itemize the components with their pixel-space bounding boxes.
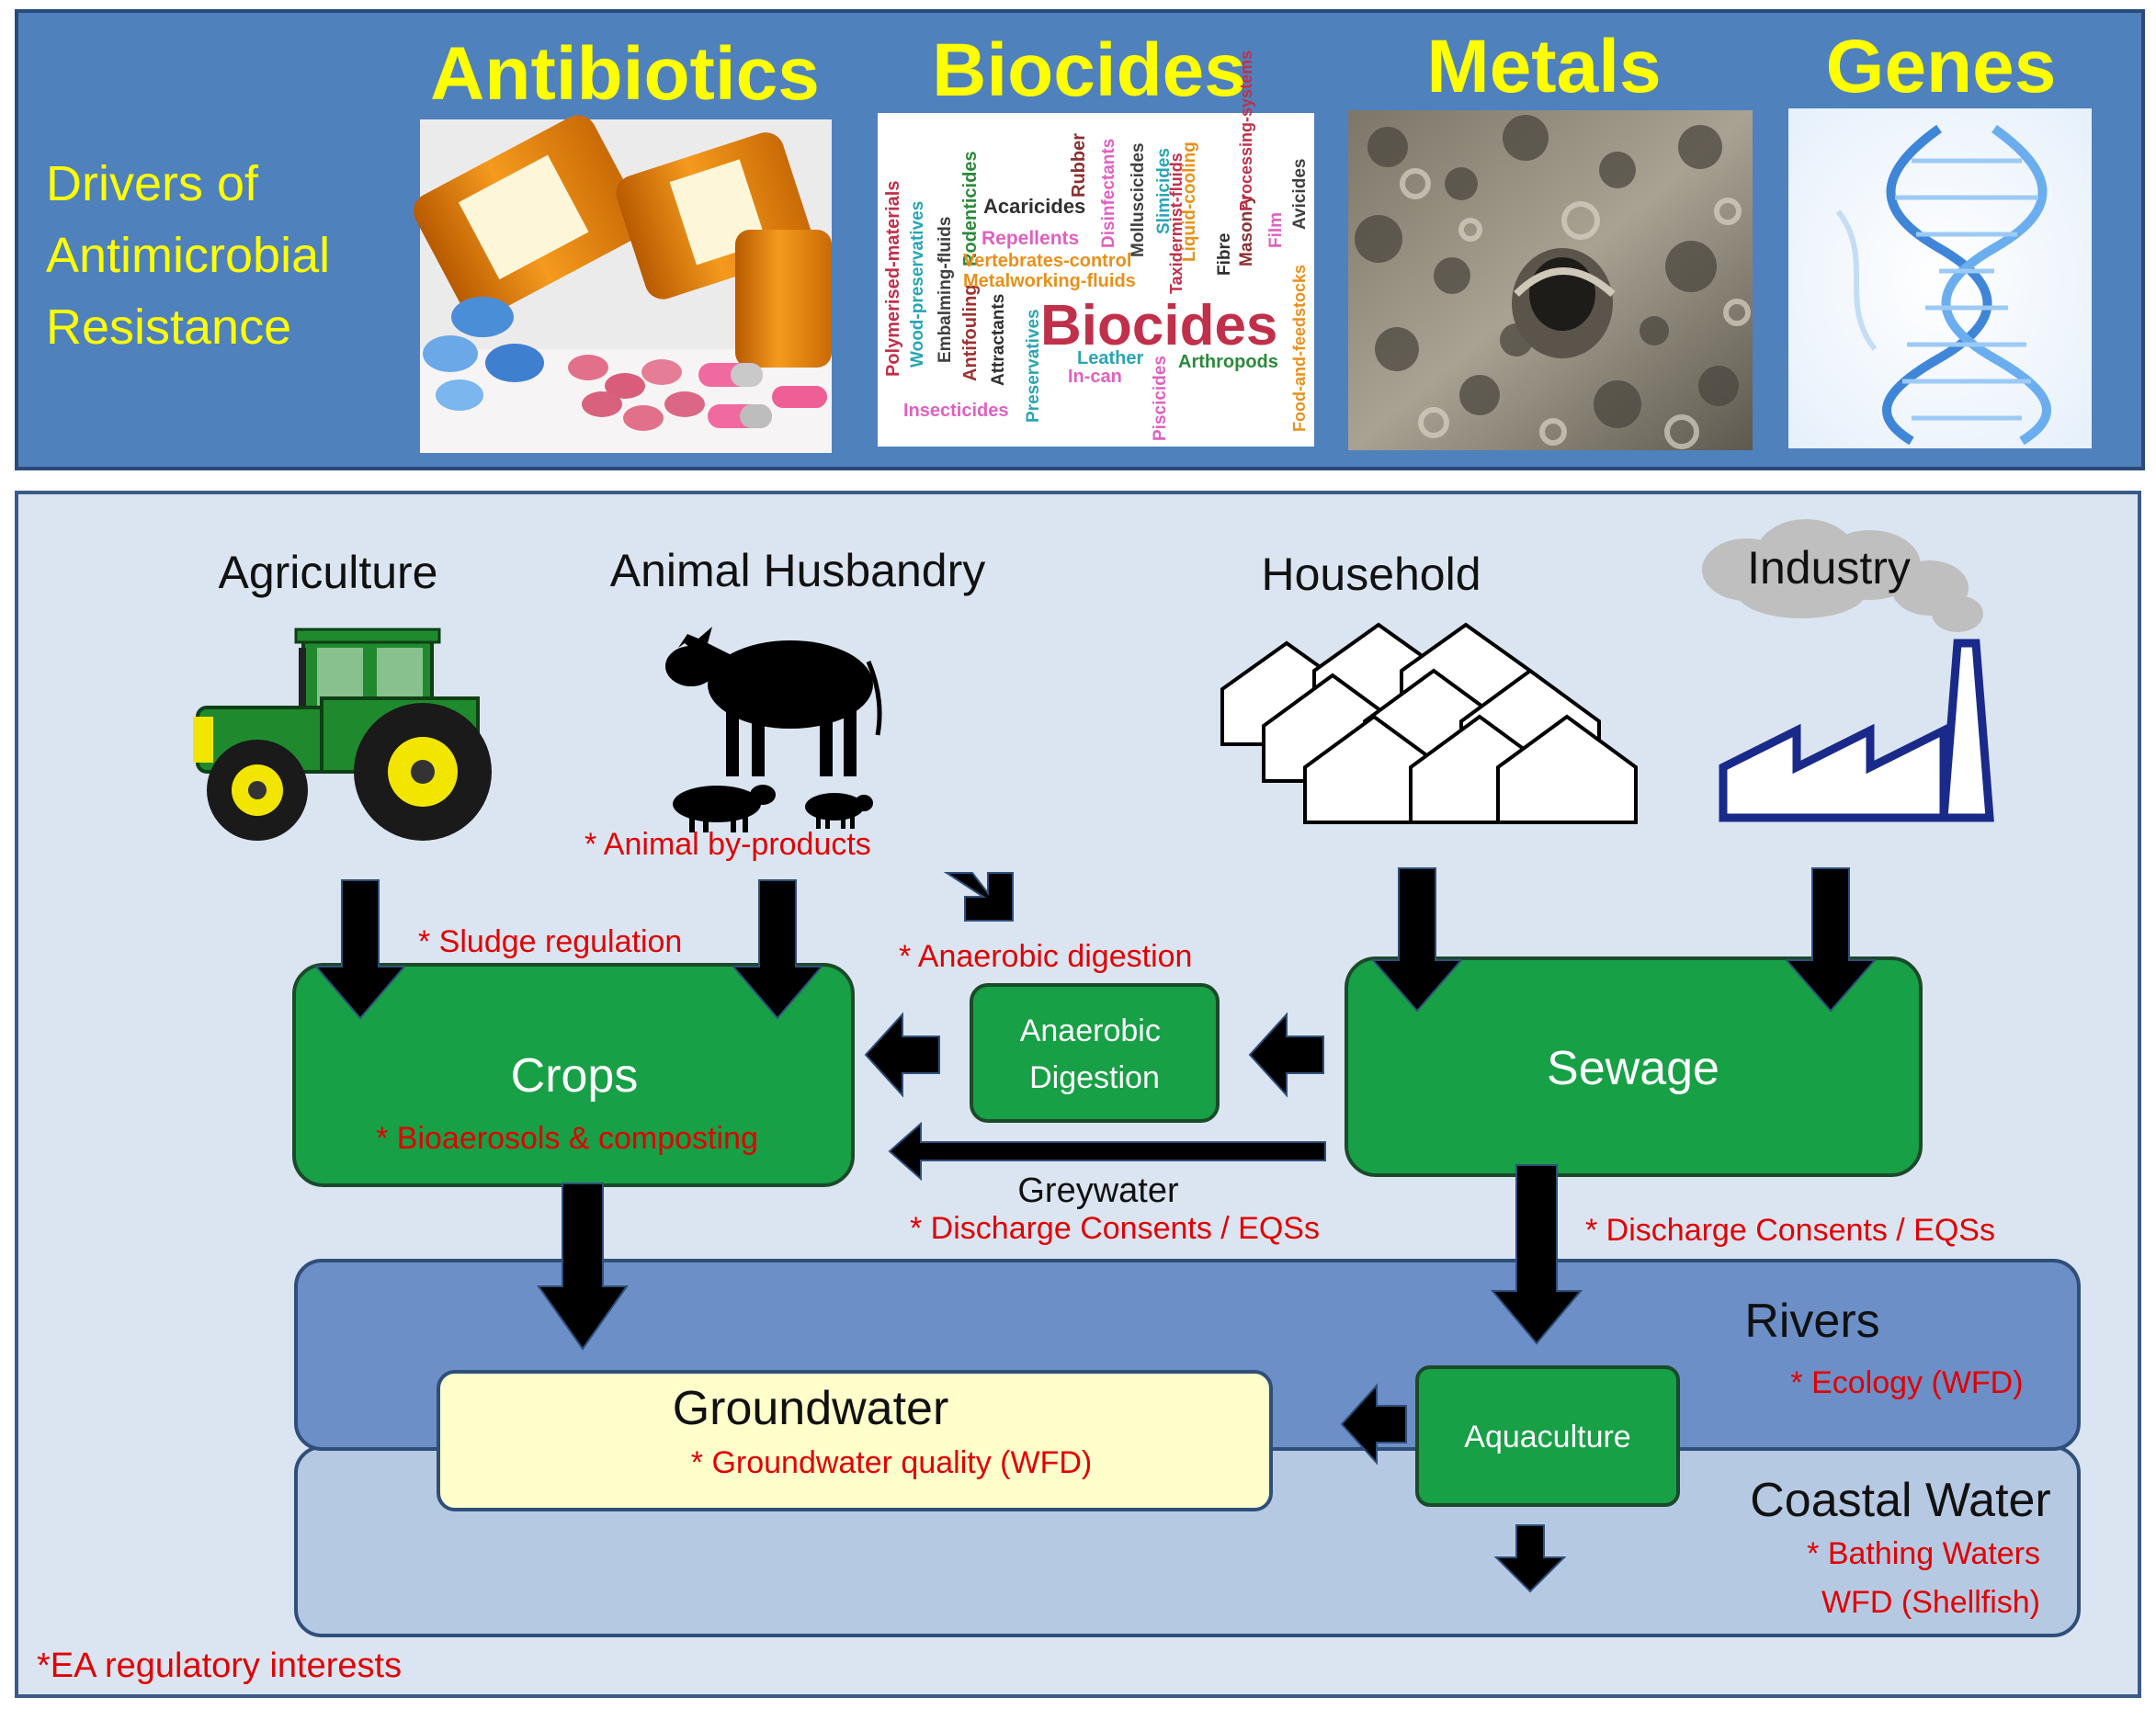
source-industry: Industry (1747, 542, 1911, 594)
pig-icon (805, 793, 873, 829)
biocide-word: Fibre (1215, 233, 1234, 276)
note-discharge-left: * Discharge Consents / EQSs (910, 1211, 1320, 1246)
biocide-main-word: Biocides (1040, 294, 1277, 357)
crops-label: Crops (511, 1049, 639, 1103)
aquaculture-label: Aquaculture (1464, 1420, 1630, 1454)
sheep-icon (673, 785, 776, 832)
arrow-by-products-digestion (943, 872, 1014, 922)
greywater-label: Greywater (1017, 1171, 1179, 1210)
biocide-word: Metalworking-fluids (963, 271, 1136, 291)
drivers-line-2: Antimicrobial (46, 228, 330, 283)
coastal-water-label: Coastal Water (1750, 1474, 2051, 1527)
arrow-agriculture-crops (313, 879, 407, 1020)
source-household: Household (1261, 549, 1481, 600)
arrow-greywater (888, 1121, 1326, 1182)
source-agriculture: Agriculture (219, 547, 438, 598)
arrow-sewage-digestion (1248, 1012, 1324, 1098)
anaerobic-digestion-line-1: Anaerobic (1020, 1013, 1161, 1048)
category-antibiotics: Antibiotics (430, 32, 820, 116)
source-animal-husbandry: Animal Husbandry (610, 545, 986, 596)
note-groundwater-quality: * Groundwater quality (WFD) (691, 1445, 1092, 1480)
arrow-animal-husbandry-crops (731, 879, 824, 1020)
biocide-word: In-can (1068, 367, 1122, 387)
note-ecology: * Ecology (WFD) (1790, 1365, 2023, 1400)
biocides-word-cloud: Polymerised-materials Wood-preservatives… (878, 51, 1314, 447)
note-bioaerosols: * Bioaerosols & composting (376, 1121, 758, 1156)
biocide-word: Slimicides (1154, 148, 1174, 234)
metals-image (1348, 110, 1753, 450)
arrow-household-sewage (1370, 867, 1464, 1013)
drivers-line-1: Drivers of (46, 156, 259, 211)
biocide-word: Polymerised-materials (883, 181, 903, 377)
biocide-word: Processing-systems (1237, 51, 1255, 211)
footnote: *EA regulatory interests (37, 1647, 402, 1685)
sewage-label: Sewage (1547, 1042, 1719, 1095)
note-animal-by-products: * Animal by-products (584, 827, 871, 862)
biocide-word: Film (1266, 212, 1286, 248)
biocide-word: Antifouling (960, 284, 981, 381)
biocide-word: Insecticides (903, 401, 1009, 421)
sewage-box (1345, 956, 1923, 1177)
biocide-word: Preservatives (1024, 309, 1043, 423)
biocide-word: Acaricides (983, 195, 1085, 218)
arrow-crops-groundwater (537, 1183, 629, 1351)
biocide-word: Avicides (1290, 159, 1310, 230)
tractor-icon (193, 628, 492, 841)
biocide-word: Taxidermist-fluids (1167, 153, 1186, 294)
arrow-aquaculture-coastal (1493, 1524, 1567, 1593)
arrow-sewage-aquaculture (1490, 1164, 1583, 1345)
note-shellfish: WFD (Shellfish) (1821, 1585, 2040, 1620)
biocide-word: Wood-preservatives (908, 201, 927, 368)
biocide-word: Molluscicides (1129, 142, 1148, 257)
houses-icon (1220, 622, 1638, 824)
note-sludge-regulation: * Sludge regulation (418, 924, 682, 959)
biocide-word: Repellents (982, 228, 1079, 249)
anaerobic-digestion-box (970, 983, 1220, 1123)
rivers-label: Rivers (1744, 1295, 1879, 1348)
category-metals: Metals (1426, 25, 1661, 108)
smoke-cloud (1702, 519, 1983, 632)
note-anaerobic-digestion: * Anaerobic digestion (899, 939, 1192, 974)
groundwater-box (437, 1370, 1273, 1511)
aquaculture-box (1415, 1365, 1680, 1507)
category-biocides: Biocides (932, 28, 1246, 112)
biocide-word: Attractants (989, 294, 1008, 386)
biocide-word: Masonry (1237, 194, 1256, 266)
anaerobic-digestion-line-2: Digestion (1029, 1060, 1160, 1095)
biocide-word: Food-and-feedstocks (1290, 265, 1309, 432)
note-bathing-waters: * Bathing Waters (1807, 1536, 2040, 1571)
genes-image (1788, 108, 2092, 448)
anaerobic-digestion-label: Anaerobic Digestion (1020, 1013, 1170, 1095)
biocide-word: Disinfectants (1099, 139, 1118, 248)
cow-icon (665, 627, 882, 776)
arrow-aquaculture-groundwater (1340, 1383, 1407, 1466)
biocide-word: Rodenticides (960, 151, 981, 266)
biocide-word: Piscicides (1151, 356, 1170, 441)
biocide-word: Leather (1077, 348, 1143, 368)
category-genes: Genes (1826, 25, 2057, 108)
drivers-line-3: Resistance (46, 300, 291, 355)
biocide-word: Liquid-cooling (1180, 141, 1199, 262)
groundwater-label: Groundwater (673, 1382, 949, 1435)
drivers-label: Drivers of Antimicrobial Resistance (46, 156, 344, 355)
arrow-digestion-crops (864, 1012, 940, 1098)
biocide-word: Arthropods (1178, 352, 1278, 372)
factory-icon (1719, 639, 1994, 822)
biocide-word: Embalming-fluids (936, 217, 955, 363)
note-discharge-right: * Discharge Consents / EQSs (1585, 1213, 1995, 1248)
biocide-word: Vertebrates-control (963, 251, 1131, 271)
arrow-industry-sewage (1784, 867, 1878, 1013)
biocide-word: Rubber (1069, 133, 1089, 198)
antibiotics-image (414, 115, 832, 453)
